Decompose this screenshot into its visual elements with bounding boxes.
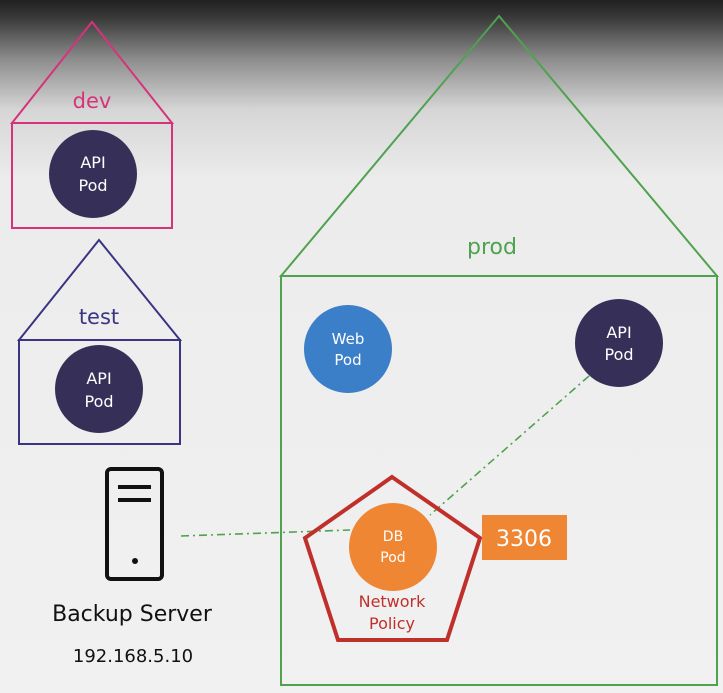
network-policy-shape[interactable] [302,474,483,642]
namespace-test-body [18,339,181,445]
namespace-dev-body [11,122,173,229]
backup-server-name: Backup Server [52,602,213,627]
namespace-dev-label: dev [73,89,112,113]
namespace-prod: prod Web Pod API Pod [278,14,720,686]
prod-api-pod-line1: API [606,323,631,342]
connector-backup-to-db [180,529,351,537]
server-icon [105,467,164,581]
namespace-prod-body [280,275,718,686]
namespace-test: test API Pod [16,238,183,445]
prod-db-pod[interactable] [349,503,437,591]
test-api-pod-line1: API [86,369,111,388]
prod-db-pod-line2: Pod [380,550,405,566]
connector-api-to-db [429,375,590,516]
test-api-pod-line2: Pod [84,392,113,411]
prod-web-pod-line1: Web [332,330,365,348]
dev-api-pod-line2: Pod [78,176,107,195]
server-icon-led [132,558,138,564]
backup-server[interactable] [105,467,164,581]
prod-web-pod[interactable] [304,305,392,393]
port-value: 3306 [496,527,552,552]
backup-server-ip: 192.168.5.10 [73,646,193,667]
namespace-test-label: test [79,305,119,329]
prod-web-pod-line2: Pod [334,351,361,369]
namespace-prod-label: prod [467,235,517,260]
prod-db-pod-line1: DB [383,529,403,545]
test-api-pod[interactable] [55,345,143,433]
network-policy-label-line2: Policy [369,614,415,633]
prod-api-pod-line2: Pod [604,345,633,364]
dev-api-pod[interactable] [49,130,137,218]
dev-api-pod-line1: API [80,153,105,172]
namespace-dev: dev API Pod [9,20,175,229]
prod-api-pod[interactable] [575,299,663,387]
network-policy-label-line1: Network [359,592,427,611]
port-badge [482,515,567,560]
